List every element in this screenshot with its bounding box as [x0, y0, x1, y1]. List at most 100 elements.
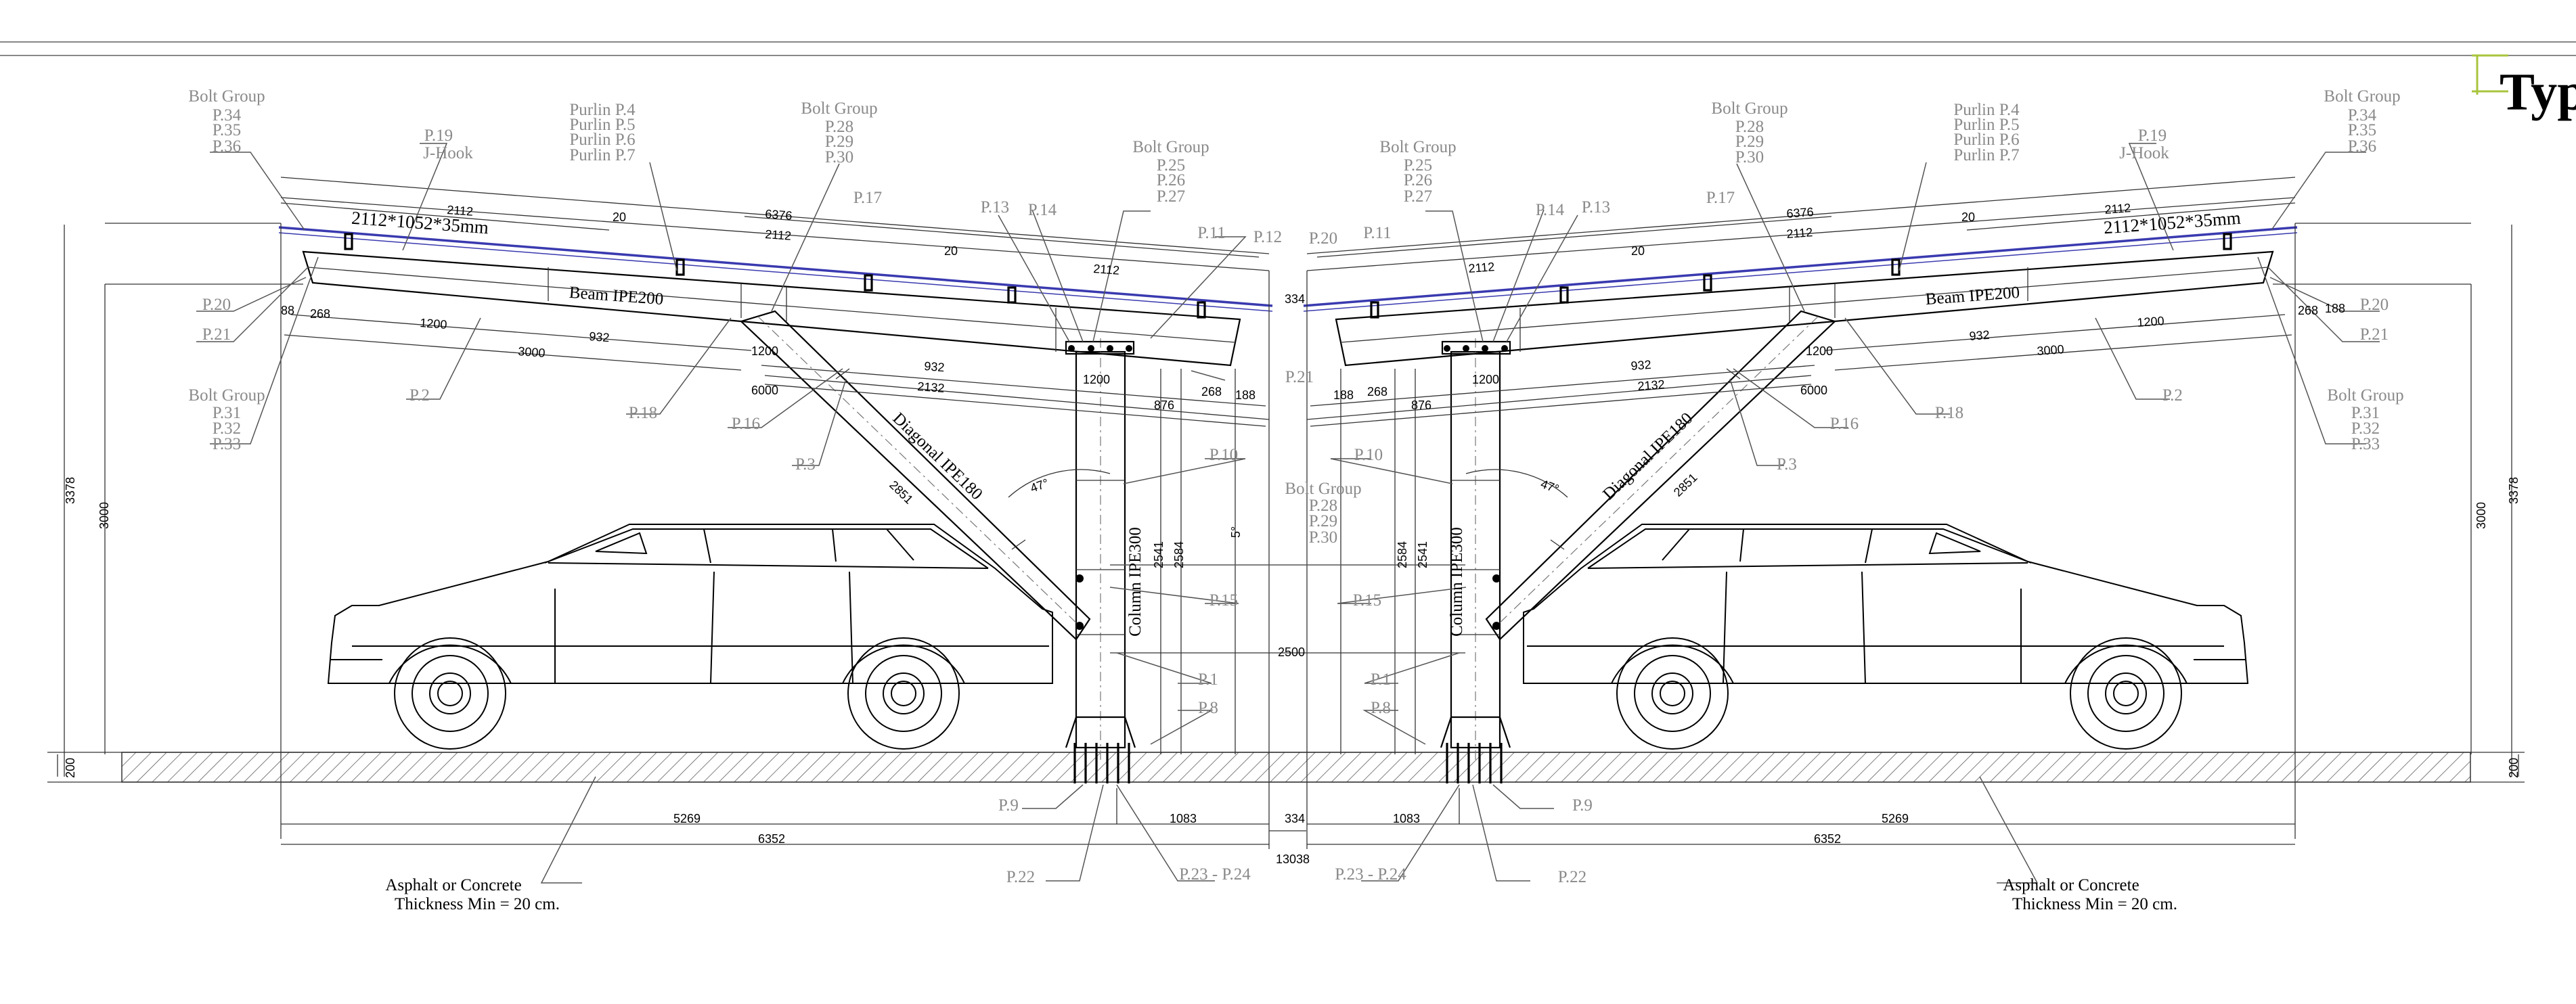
dimension-text: 20 [613, 210, 626, 224]
purlin-label: Purlin P.5 [569, 116, 635, 134]
beam-label: Beam IPE200 [1925, 283, 2020, 309]
part-label: P.20 [2360, 296, 2389, 314]
dimension-text: 20 [1631, 244, 1645, 258]
part-label: P.3 [795, 455, 816, 474]
dimension-text: 2584 [1172, 541, 1186, 568]
part-label: P.35 [2348, 121, 2376, 139]
dimension-text: 1083 [1393, 812, 1420, 825]
bolt-group-title: Bolt Group [188, 386, 265, 405]
dimension-text: 88 [281, 304, 294, 317]
part-label: P.18 [1935, 404, 1963, 422]
asphalt-note: Asphalt or Concrete [385, 876, 521, 894]
part-label: P.9 [998, 796, 1019, 815]
dimension-text: 13038 [1276, 852, 1310, 866]
dimension-text: 1200 [1083, 373, 1110, 386]
part-label: P.15 [1209, 591, 1238, 610]
part-label: P.34 [2348, 106, 2377, 124]
part-label: P.27 [1157, 187, 1185, 206]
column-label: Column IPE300 [1448, 527, 1466, 637]
part-label: P.2 [409, 386, 430, 405]
dimension-text: 5269 [673, 812, 701, 825]
dimension-text: 2541 [1152, 541, 1165, 568]
dimension-text: 47° [1029, 476, 1050, 495]
dimension-text: 3378 [2507, 477, 2521, 504]
dimension-text: 200 [2507, 758, 2521, 778]
part-label: P.26 [1404, 171, 1432, 189]
dimension-text: 3000 [518, 344, 546, 360]
dimension-text: 5° [1229, 526, 1243, 538]
purlin-label: Purlin P.4 [1953, 101, 2020, 119]
dimension-text: 47° [1539, 477, 1561, 496]
bolt-group-title: Bolt Group [1711, 99, 1787, 118]
bolt-group-title: Bolt Group [801, 99, 877, 118]
dimension-text: 2112 [447, 203, 474, 219]
dimension-text: 3000 [2037, 342, 2064, 358]
dimension-text: 188 [2325, 302, 2345, 315]
part-label: P.27 [1404, 187, 1432, 206]
part-label: P.25 [1157, 156, 1185, 175]
part-label: P.12 [1253, 228, 1282, 246]
beam-label: Beam IPE200 [569, 283, 664, 309]
dimension-text: 1200 [2137, 314, 2164, 329]
bolt-group-title: Bolt Group [2324, 87, 2400, 106]
dimension-text: 6352 [758, 832, 785, 846]
dimension-text: 2132 [1637, 378, 1665, 393]
dimension-text: 2112 [1468, 260, 1495, 275]
hook-label: P.19 [2138, 127, 2167, 145]
dimension-text: 268 [1367, 385, 1387, 398]
part-label: P.17 [1706, 189, 1735, 207]
purlin-label: Purlin P.7 [1953, 146, 2019, 164]
part-label: P.13 [1582, 198, 1610, 216]
dimension-text: 3000 [97, 502, 111, 529]
dimension-text: 268 [1201, 385, 1222, 398]
dimension-text: 932 [589, 329, 610, 344]
bolt-group-title: Bolt Group [1379, 138, 1456, 156]
dimension-text: 188 [1333, 388, 1354, 402]
dimension-text: 5269 [1882, 812, 1909, 825]
bolt-group-title: Bolt Group [1285, 480, 1361, 498]
part-label: P.28 [1309, 497, 1337, 515]
dimension-text: 200 [64, 758, 77, 778]
part-label: P.29 [1735, 133, 1764, 151]
dimension-text: 334 [1285, 292, 1305, 306]
part-label: P.14 [1028, 201, 1057, 219]
purlin-label: Purlin P.6 [1953, 131, 2019, 149]
part-label: P.11 [1363, 224, 1391, 242]
dimension-text: 2584 [1396, 541, 1409, 568]
part-label: P.21 [2360, 325, 2389, 344]
part-label: P.28 [825, 118, 853, 136]
part-label: P.14 [1536, 201, 1565, 219]
dimension-text: 2541 [1416, 541, 1429, 568]
part-label: P.28 [1735, 118, 1764, 136]
part-label: P.13 [981, 198, 1009, 216]
part-label: P.29 [1309, 512, 1337, 530]
purlin-label: Purlin P.7 [569, 146, 635, 164]
part-label: P.35 [213, 121, 241, 139]
dimension-text: 2112 [765, 227, 792, 243]
dimension-text: 2851 [1671, 471, 1700, 499]
part-label: P.25 [1404, 156, 1432, 175]
dimensions: 2112 6376 20 2112 20 2112 334 88 268 120… [64, 201, 2521, 866]
dimension-text: 932 [1630, 358, 1651, 373]
part-label: P.30 [825, 148, 853, 166]
part-label: P.16 [732, 415, 760, 433]
dimension-text: 6376 [1786, 205, 1814, 221]
part-label: P.1 [1371, 670, 1391, 689]
purlin-label: Purlin P.6 [569, 131, 635, 149]
dimension-text: 1200 [751, 344, 778, 358]
dimension-text: 1083 [1170, 812, 1197, 825]
part-label: P.11 [1197, 224, 1225, 242]
part-label: P.22 [1006, 868, 1035, 886]
part-label: P.3 [1777, 455, 1797, 474]
dimension-text: 2112 [1093, 262, 1120, 277]
part-label: P.9 [1572, 796, 1593, 815]
dimension-text: 6376 [765, 207, 793, 223]
purlin-label: Purlin P.5 [1953, 116, 2019, 134]
dimension-text: 3378 [64, 477, 77, 504]
part-label: P.2 [2162, 386, 2183, 405]
dimension-text: 932 [924, 359, 945, 374]
dimension-text: 2500 [1278, 645, 1305, 659]
part-label: P.32 [2351, 419, 2380, 438]
column-label: Column IPE300 [1126, 527, 1145, 637]
part-label: P.17 [853, 189, 882, 207]
